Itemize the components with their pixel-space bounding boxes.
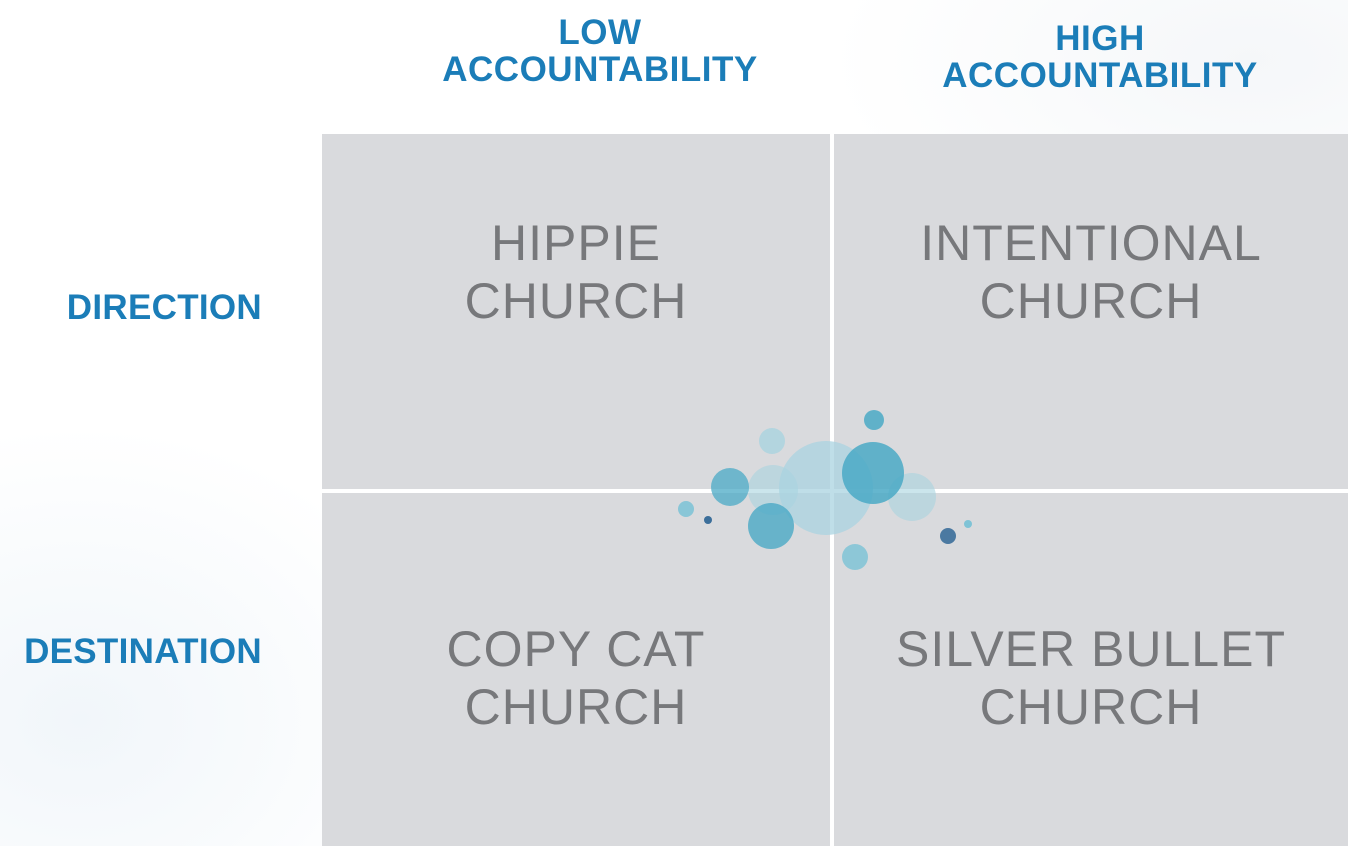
row-header-direction: DIRECTION [66,288,262,327]
row-header-destination: DESTINATION [24,632,262,671]
quadrant-top-right-line2: CHURCH [979,272,1203,329]
quadrant-top-left-line2: CHURCH [464,272,688,329]
column-header-high-line2: ACCOUNTABILITY [942,56,1258,95]
quadrant-bottom-right-label: SILVER BULLET CHURCH [896,620,1286,736]
quadrant-top-right: INTENTIONAL CHURCH [834,134,1348,489]
column-header-low-line2: ACCOUNTABILITY [442,50,758,89]
quadrant-bottom-left: COPY CAT CHURCH [322,493,830,846]
quadrant-top-left: HIPPIE CHURCH [322,134,830,489]
quadrant-bottom-left-line1: COPY CAT [446,620,706,677]
quadrant-top-right-line1: INTENTIONAL [920,214,1262,271]
quadrant-top-left-line1: HIPPIE [491,214,661,271]
column-header-low-line1: LOW [558,13,642,52]
column-header-low-accountability: LOW ACCOUNTABILITY [380,14,820,88]
quadrant-bottom-right-line1: SILVER BULLET [895,620,1286,677]
quadrant-bottom-left-line2: CHURCH [464,678,688,735]
quadrant-bottom-right-line2: CHURCH [979,678,1203,735]
column-header-high-line1: HIGH [1055,19,1145,58]
quadrant-top-left-label: HIPPIE CHURCH [465,214,688,330]
quadrant-bottom-left-label: COPY CAT CHURCH [447,620,706,736]
quadrant-bottom-right: SILVER BULLET CHURCH [834,493,1348,846]
column-header-high-accountability: HIGH ACCOUNTABILITY [880,20,1320,94]
quadrant-top-right-label: INTENTIONAL CHURCH [920,214,1262,330]
